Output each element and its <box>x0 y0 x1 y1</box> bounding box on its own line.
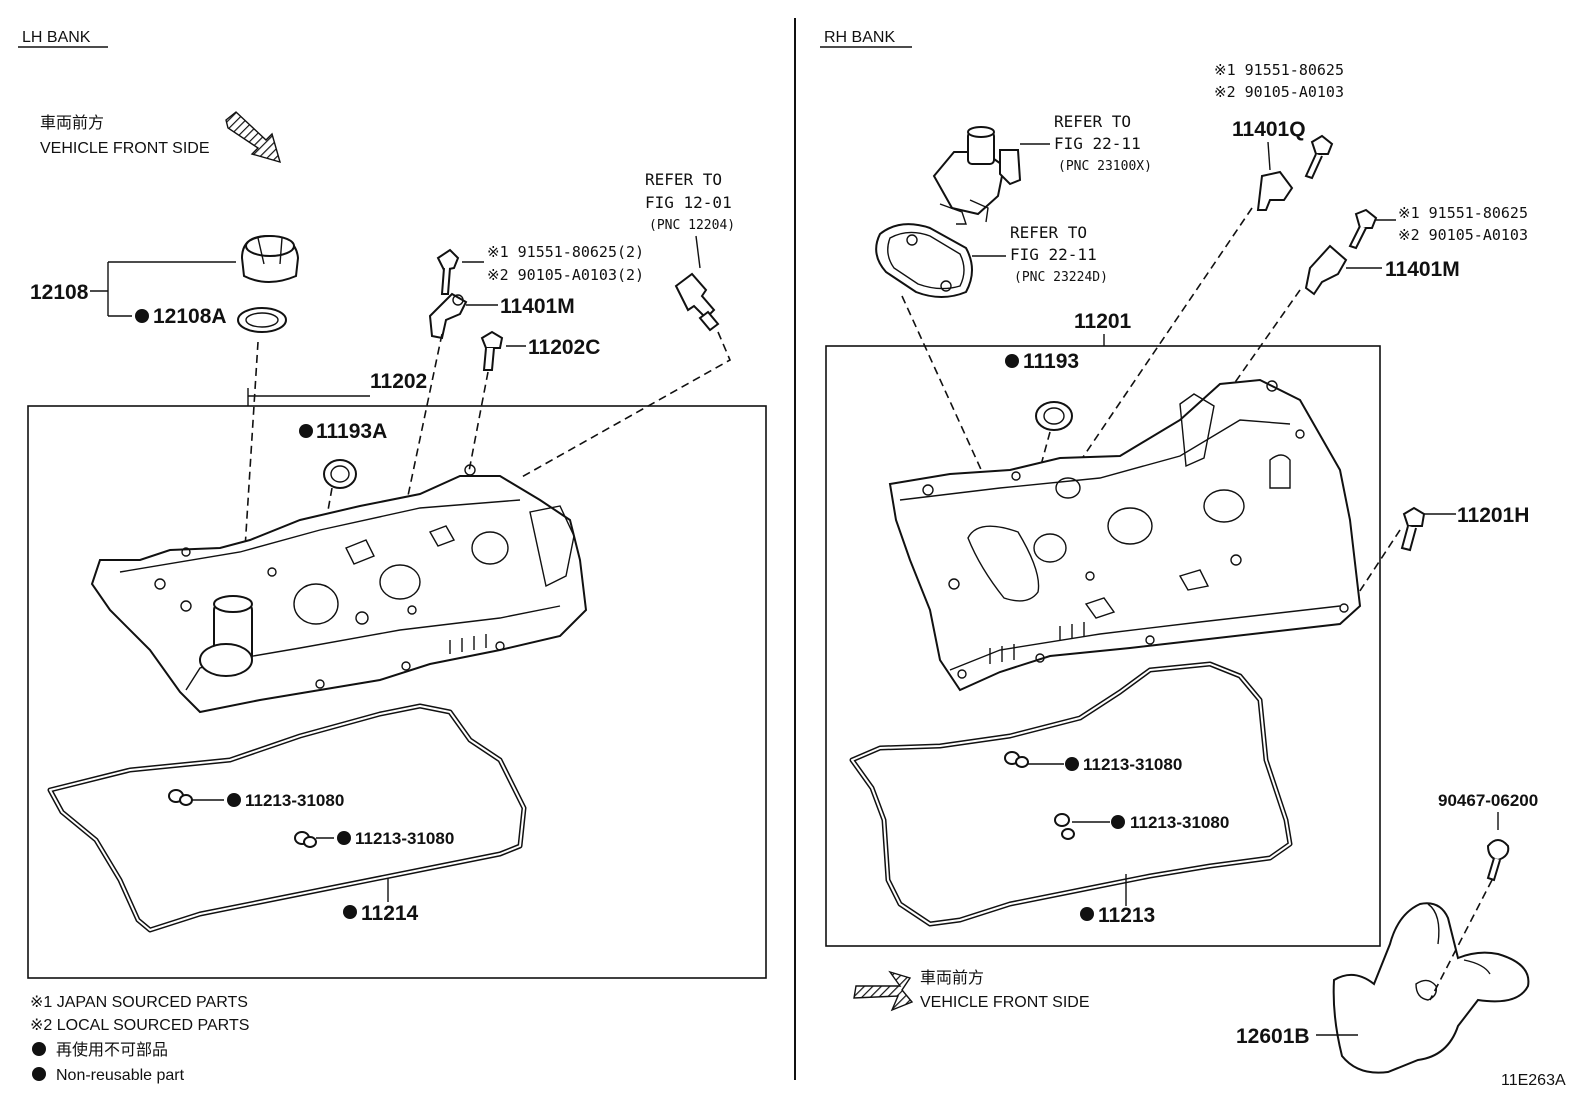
lh-bank-panel: LH BANK 車両前方 VEHICLE FRONT SIDE REFER TO… <box>18 29 767 1084</box>
rh-cover-bolt-icon <box>1400 506 1426 552</box>
pump-gasket-icon <box>875 223 973 298</box>
part-12601B: 12601B <box>1236 1025 1310 1048</box>
rh-refer-b-line3: (PNC 23224D) <box>1014 270 1108 285</box>
rh-top-bolt-icon <box>1304 134 1334 180</box>
part-11202: 11202 <box>370 370 427 393</box>
lh-bolt-note1: ※1 91551-80625(2) <box>487 243 644 261</box>
part-rh-11401M: 11401M <box>1385 258 1460 281</box>
lh-refer-line2: FIG 12-01 <box>645 193 732 212</box>
legend-nonreuse-jp: 再使用不可部品 <box>56 1040 168 1059</box>
legend-japan: ※1 JAPAN SOURCED PARTS <box>30 994 248 1011</box>
nonreusable-dot-12108A <box>135 309 149 323</box>
lh-bolt-note2: ※2 90105-A0103(2) <box>487 266 644 284</box>
part-11201H: 11201H <box>1457 504 1529 527</box>
rh-bolt-note1b: ※1 91551-80625 <box>1398 204 1528 222</box>
lh-cover-frame <box>27 405 767 979</box>
lh-valve-cover-icon <box>90 464 588 714</box>
part-90467: 90467-06200 <box>1438 791 1538 810</box>
rh-refer-a-line1: REFER TO <box>1054 112 1131 131</box>
rh-refer-b-line2: FIG 22-11 <box>1010 245 1097 264</box>
part-lh-11401M: 11401M <box>500 295 575 318</box>
rh-plug-seal-icon <box>1035 401 1073 431</box>
rh-cam-sensor-q-icon <box>1256 141 1294 211</box>
lh-refer-line1: REFER TO <box>645 170 722 189</box>
rh-bolt-note2b: ※2 90105-A0103 <box>1398 226 1528 244</box>
fuel-pump-icon <box>932 126 1022 225</box>
legend-dot-2 <box>32 1067 46 1081</box>
clip-fastener-icon <box>1486 839 1510 882</box>
lh-seal-washer-icon-2 <box>294 831 317 848</box>
lh-cover-gasket-icon <box>47 703 527 933</box>
rh-cover-frame <box>825 345 1381 947</box>
part-11401Q: 11401Q <box>1232 118 1306 141</box>
rh-mid-bolt-icon <box>1348 208 1378 250</box>
filler-cap-gasket-icon <box>237 307 287 333</box>
pcv-valve-icon <box>674 235 720 332</box>
rh-refer-b-line1: REFER TO <box>1010 223 1087 242</box>
lh-refer-line3: (PNC 12204) <box>649 218 735 233</box>
legend-local: ※2 LOCAL SOURCED PARTS <box>30 1017 249 1034</box>
nonreusable-dot-seal2 <box>337 831 351 845</box>
lh-seal-washer-icon-1 <box>168 789 193 806</box>
lh-front-en: VEHICLE FRONT SIDE <box>40 140 210 157</box>
rh-refer-a-line2: FIG 22-11 <box>1054 134 1141 153</box>
part-11193: 11193 <box>1023 350 1079 373</box>
lh-plug-seal-icon <box>323 459 357 489</box>
legend: ※1 JAPAN SOURCED PARTS ※2 LOCAL SOURCED … <box>30 994 249 1084</box>
part-lh-seal2: 11213-31080 <box>355 829 454 848</box>
rh-bank-panel: RH BANK ※1 91551-80625 ※2 90105-A0103 11… <box>820 29 1566 1089</box>
rh-seal-washer-icon-2 <box>1054 813 1075 840</box>
part-12108: 12108 <box>30 281 89 304</box>
part-11202C: 11202C <box>528 336 600 359</box>
part-11214: 11214 <box>361 902 419 925</box>
nonreusable-dot-rh-seal2 <box>1111 815 1125 829</box>
engine-cover-bracket-icon <box>1332 902 1530 1074</box>
rh-front-en: VEHICLE FRONT SIDE <box>920 994 1090 1011</box>
lh-front-jp: 車両前方 <box>40 113 104 132</box>
lh-bank-title: LH BANK <box>22 29 91 46</box>
legend-dot-1 <box>32 1042 46 1056</box>
nonreusable-dot-11213 <box>1080 907 1094 921</box>
part-11193A: 11193A <box>316 420 387 443</box>
rh-cover-gasket-icon <box>849 661 1293 927</box>
nonreusable-dot-11193 <box>1005 354 1019 368</box>
rh-front-jp: 車両前方 <box>920 968 984 987</box>
rh-cam-sensor-m-icon <box>1304 244 1348 296</box>
rh-bolt-note2a: ※2 90105-A0103 <box>1214 83 1344 101</box>
rh-valve-cover-icon <box>888 378 1362 692</box>
lh-cover-bolt-icon <box>480 330 504 371</box>
rh-bank-title: RH BANK <box>824 29 895 46</box>
lh-cam-sensor-icon <box>428 292 468 340</box>
rh-seal-washer-icon-1 <box>1004 751 1029 768</box>
rh-front-arrow-icon <box>853 970 914 1012</box>
oil-filler-cap-icon <box>240 234 300 283</box>
lh-bolt-icon <box>436 248 460 295</box>
nonreusable-dot-seal1 <box>227 793 241 807</box>
figure-code: 11E263A <box>1501 1072 1566 1089</box>
part-rh-seal1: 11213-31080 <box>1083 755 1182 774</box>
nonreusable-dot-11193A <box>299 424 313 438</box>
legend-nonreuse-en: Non-reusable part <box>56 1067 185 1084</box>
part-11213: 11213 <box>1098 904 1155 927</box>
part-lh-seal1: 11213-31080 <box>245 791 344 810</box>
nonreusable-dot-rh-seal1 <box>1065 757 1079 771</box>
part-rh-seal2: 11213-31080 <box>1130 813 1229 832</box>
part-11201: 11201 <box>1074 310 1132 333</box>
part-12108A: 12108A <box>153 305 227 328</box>
lh-front-arrow-icon <box>225 111 282 164</box>
rh-bolt-note1a: ※1 91551-80625 <box>1214 61 1344 79</box>
nonreusable-dot-11214 <box>343 905 357 919</box>
rh-refer-a-line3: (PNC 23100X) <box>1058 159 1152 174</box>
